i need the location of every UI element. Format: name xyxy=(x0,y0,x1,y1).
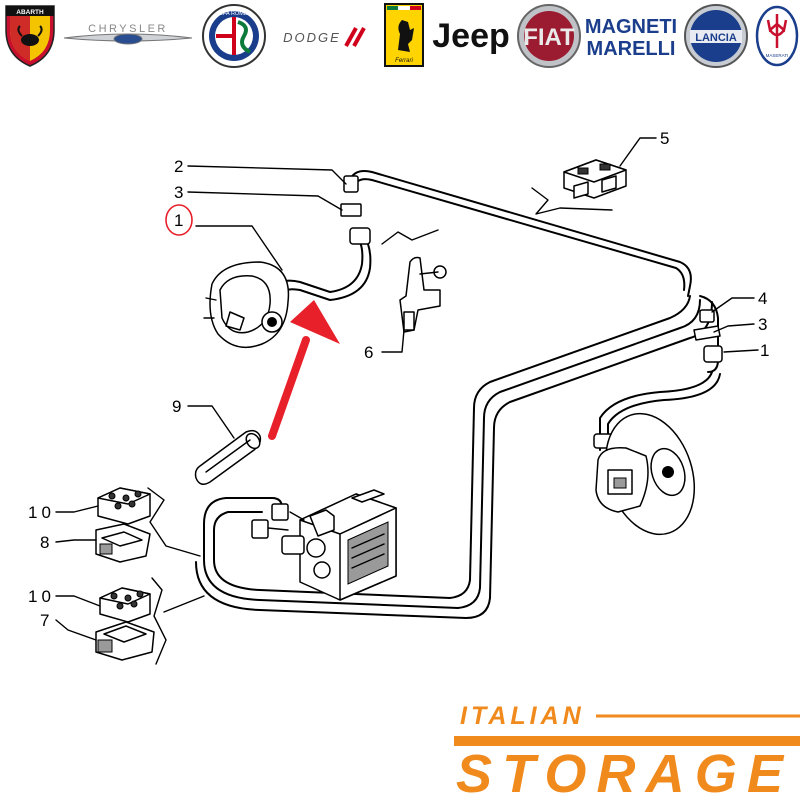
left-brake-caliper xyxy=(203,261,290,349)
union-fitting-right xyxy=(699,309,715,323)
watermark-line-1: ITALIAN xyxy=(460,702,585,730)
maserati-label: MASERATI xyxy=(766,53,789,58)
part-8-connector-housing xyxy=(95,523,151,563)
lancia-label: LANCIA xyxy=(695,32,737,44)
callout-5: 5 xyxy=(660,129,669,148)
hose-end-left xyxy=(349,227,371,245)
callout-leaders xyxy=(55,137,759,641)
group-bracket-upper xyxy=(147,487,201,557)
callout-6: 6 xyxy=(364,343,373,362)
clip-right xyxy=(693,325,721,341)
right-brake-caliper xyxy=(595,412,696,536)
abs-fitting-1 xyxy=(251,519,269,539)
callout-8: 8 xyxy=(40,533,49,552)
italian-storage-watermark: ITALIAN STORAGE xyxy=(454,702,800,800)
alfa-romeo-label: ALFA ROMEO xyxy=(216,11,252,17)
clip-left xyxy=(340,203,362,217)
part-10-connector-lower xyxy=(99,587,151,623)
watermark-line-2: STORAGE xyxy=(456,744,786,800)
abs-hydraulic-unit xyxy=(267,489,397,601)
part-9-rubber-sleeve xyxy=(194,429,262,485)
group-leader-lower xyxy=(163,595,205,613)
magneti-marelli-label-2: MARELLI xyxy=(587,38,676,60)
red-pointer-arrow xyxy=(268,300,340,440)
highlight-circle xyxy=(165,204,193,236)
callout-4: 4 xyxy=(758,289,767,308)
callout-10-upper: 10 xyxy=(28,503,55,522)
dodge-logo: DODGE xyxy=(283,27,366,47)
abarth-logo: ABARTH xyxy=(5,5,55,67)
part-5-pipe-bracket xyxy=(531,159,627,215)
callout-1-right: 1 xyxy=(760,341,769,360)
ferrari-label: Ferrari xyxy=(395,58,413,64)
ferrari-logo: Ferrari xyxy=(384,3,424,67)
abarth-label: ABARTH xyxy=(16,9,44,16)
hose-end-right xyxy=(703,345,723,363)
chrysler-label: CHRYSLER xyxy=(88,23,168,35)
fiat-logo: FIAT xyxy=(517,4,581,68)
jeep-label: Jeep xyxy=(432,17,510,55)
callout-3-right: 3 xyxy=(758,315,767,334)
watermark-band xyxy=(454,736,800,746)
abs-fitting-2 xyxy=(271,503,289,521)
brand-logo-bar: ABARTH CHRYSLER ALFA ROMEO DODGE xyxy=(5,3,799,68)
part-7-connector-housing xyxy=(95,621,155,661)
brake-pipe-lines xyxy=(195,170,721,619)
maserati-logo: MASERATI xyxy=(755,5,799,67)
fiat-label: FIAT xyxy=(523,24,575,51)
group-bracket-lower xyxy=(151,577,167,665)
part-6-mounting-bracket xyxy=(381,229,447,333)
jeep-logo: Jeep xyxy=(432,17,510,55)
callout-7: 7 xyxy=(40,611,49,630)
lancia-logo: LANCIA xyxy=(684,4,748,68)
magneti-marelli-label-1: MAGNETI xyxy=(585,16,677,38)
part-10-connector-upper xyxy=(97,487,151,525)
callout-1-left: 1 xyxy=(174,211,183,230)
callout-3-left: 3 xyxy=(174,183,183,202)
callout-2: 2 xyxy=(174,157,183,176)
callout-9: 9 xyxy=(172,397,181,416)
callout-10-lower: 10 xyxy=(28,587,55,606)
dodge-label: DODGE xyxy=(283,30,341,45)
magneti-marelli-logo: MAGNETI MARELLI xyxy=(585,16,677,60)
chrysler-logo: CHRYSLER xyxy=(63,23,193,45)
alfa-romeo-logo: ALFA ROMEO xyxy=(202,4,266,68)
callout-labels: 2 3 1 4 3 1 5 6 9 10 8 10 7 xyxy=(28,129,769,630)
union-fitting-left xyxy=(343,175,359,193)
